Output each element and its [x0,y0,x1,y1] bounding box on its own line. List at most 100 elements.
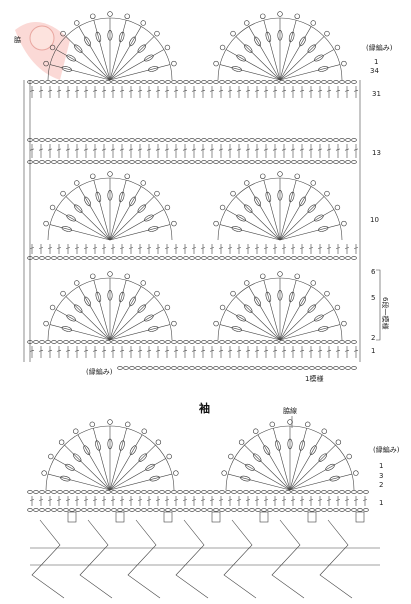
post-bar [164,247,170,249]
chain-stitch [285,490,291,494]
post-bar [245,499,251,501]
chain-stitch [69,138,75,142]
chain-stitch [309,256,315,260]
picot [230,190,236,197]
fan-petal [144,214,154,222]
fan-stitch [273,428,291,491]
picot [173,470,179,476]
chain-stitch [231,138,237,142]
chain-stitch [189,138,195,142]
post-bar [65,349,71,352]
fan-arc [217,277,343,341]
picot [60,190,66,197]
post-bar [191,89,197,92]
fan-stitch [257,434,291,491]
fan-stitch [234,458,291,491]
chain-stitch [207,256,213,260]
chain-stitch [327,80,333,84]
picot [341,220,347,227]
chain-row [117,366,357,370]
chain-stitch [57,138,63,142]
fan-stitch [289,434,323,491]
edging-label-top: (縁編み) [366,43,393,52]
chain-stitch [297,490,303,494]
row-label-1: 1 [371,347,375,355]
post-bar [191,148,197,151]
fan-stitch [109,473,173,491]
chain-stitch [135,80,141,84]
chain-stitch [123,138,129,142]
picot [171,220,177,227]
post-bar [182,89,188,92]
post-bar [200,349,206,352]
chain-stitch [93,138,99,142]
chain-stitch [201,138,207,142]
fan-petal [107,290,113,301]
chain-stitch [243,80,249,84]
chain-stitch [171,138,177,142]
picot [90,173,96,179]
chain-stitch [93,340,99,344]
chain-stitch [339,490,345,494]
chain-stitch [363,508,369,512]
fan-stitch [65,296,111,341]
chain-stitch [255,490,261,494]
chain-stitch [201,80,207,84]
post-bar [317,89,323,92]
post-bar [209,89,215,92]
chain-stitch [351,508,357,512]
chain-stitch [81,508,87,512]
post-bar [56,349,62,352]
post-bar [101,89,107,92]
chain-stitch [51,138,57,142]
picot [221,470,227,476]
chain-stitch [27,490,33,494]
post-bar [191,349,197,352]
picot [310,20,316,26]
fan-stitch [279,309,335,341]
chain-stitch [303,256,309,260]
fan-stitch [109,20,127,81]
post-bar [227,499,233,501]
chain-stitch [99,80,105,84]
post-bar [101,499,107,501]
chain-stitch [27,160,33,164]
chain-stitch [219,490,225,494]
chain-stitch [261,80,267,84]
chain-stitch [45,340,51,344]
post-bar [353,247,359,249]
fan-petal [307,44,316,53]
chain-stitch [153,80,159,84]
fan-stitch [109,64,171,81]
post-bar [281,247,287,249]
picot [238,439,245,445]
post-bar [245,89,251,92]
post-bar [83,349,89,352]
chain-stitch [267,366,273,370]
fan-petal [277,290,283,301]
chain-stitch [147,490,153,494]
chain-stitch [219,256,225,260]
picot [341,320,347,327]
chain-stitch [303,160,309,164]
chain-stitch [63,340,69,344]
fan-petal [240,475,251,482]
fan-arc [47,177,173,241]
chain-stitch [213,490,219,494]
post-bar [254,349,260,352]
repeat-bracket [376,269,381,341]
fan-petal [265,291,272,303]
fan-petal [148,226,159,232]
fan-petal [299,196,306,207]
post-bar [83,148,89,151]
fan-petal [118,191,125,203]
chain-stitch [303,80,309,84]
chain-stitch [141,256,147,260]
fan-arc [47,17,173,81]
fan-petal [265,191,272,203]
chain-stitch [249,340,255,344]
chain-stitch [165,490,171,494]
chain-stitch [267,508,273,512]
chain-stitch [225,508,231,512]
fan-motif [43,171,177,241]
